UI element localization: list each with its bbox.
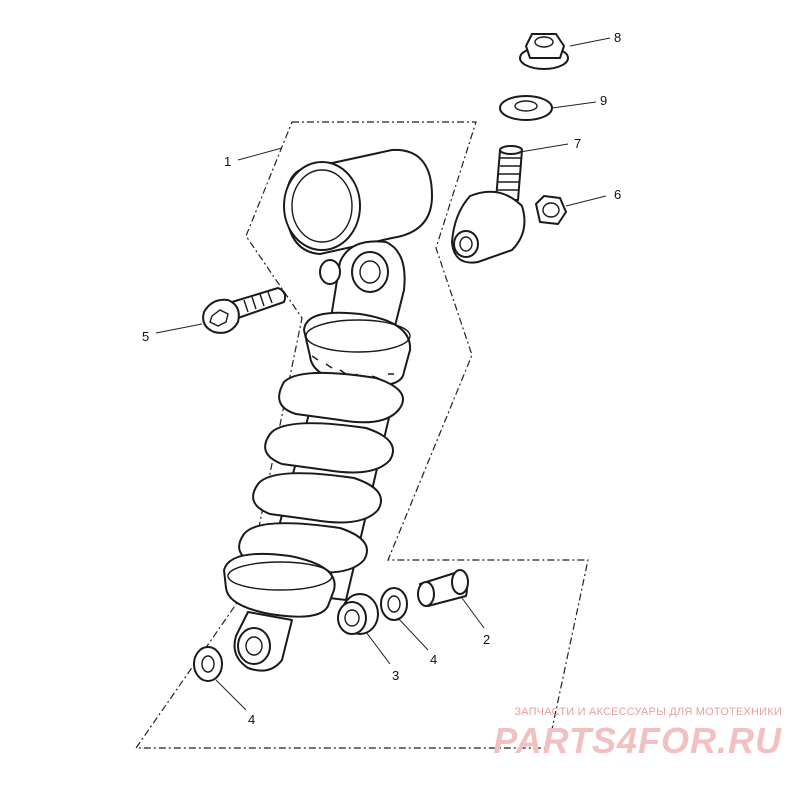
- watermark-logo: PARTS4FOR.RU: [493, 720, 782, 761]
- callout-4-left: 4: [248, 712, 255, 727]
- washer-top: [499, 95, 553, 121]
- callout-5: 5: [142, 329, 149, 344]
- hex-nut-side: [535, 195, 567, 225]
- callout-2: 2: [483, 632, 490, 647]
- spacer-collar: [337, 593, 379, 635]
- callout-7: 7: [574, 136, 581, 151]
- thin-washer-left: [193, 646, 223, 682]
- mounting-bolt: [202, 287, 287, 334]
- spacer-bushing: [417, 569, 469, 607]
- thin-washer-right: [380, 587, 408, 621]
- watermark: ЗАПЧАСТИ И АКСЕССУАРЫ ДЛЯ МОТОТЕХНИКИ PA…: [472, 706, 782, 762]
- callout-4-right: 4: [430, 652, 437, 667]
- assembly-boundary: [134, 121, 589, 749]
- callout-1: 1: [224, 154, 231, 169]
- callout-3: 3: [392, 668, 399, 683]
- callout-9: 9: [600, 93, 607, 108]
- callout-6: 6: [614, 187, 621, 202]
- linkage-stud: [451, 145, 526, 264]
- leader-lines: [155, 37, 611, 711]
- watermark-tagline: ЗАПЧАСТИ И АКСЕССУАРЫ ДЛЯ МОТОТЕХНИКИ: [514, 706, 782, 718]
- shock-absorber-body: [223, 148, 433, 672]
- flange-nut-top: [519, 33, 569, 70]
- callout-8: 8: [614, 30, 621, 45]
